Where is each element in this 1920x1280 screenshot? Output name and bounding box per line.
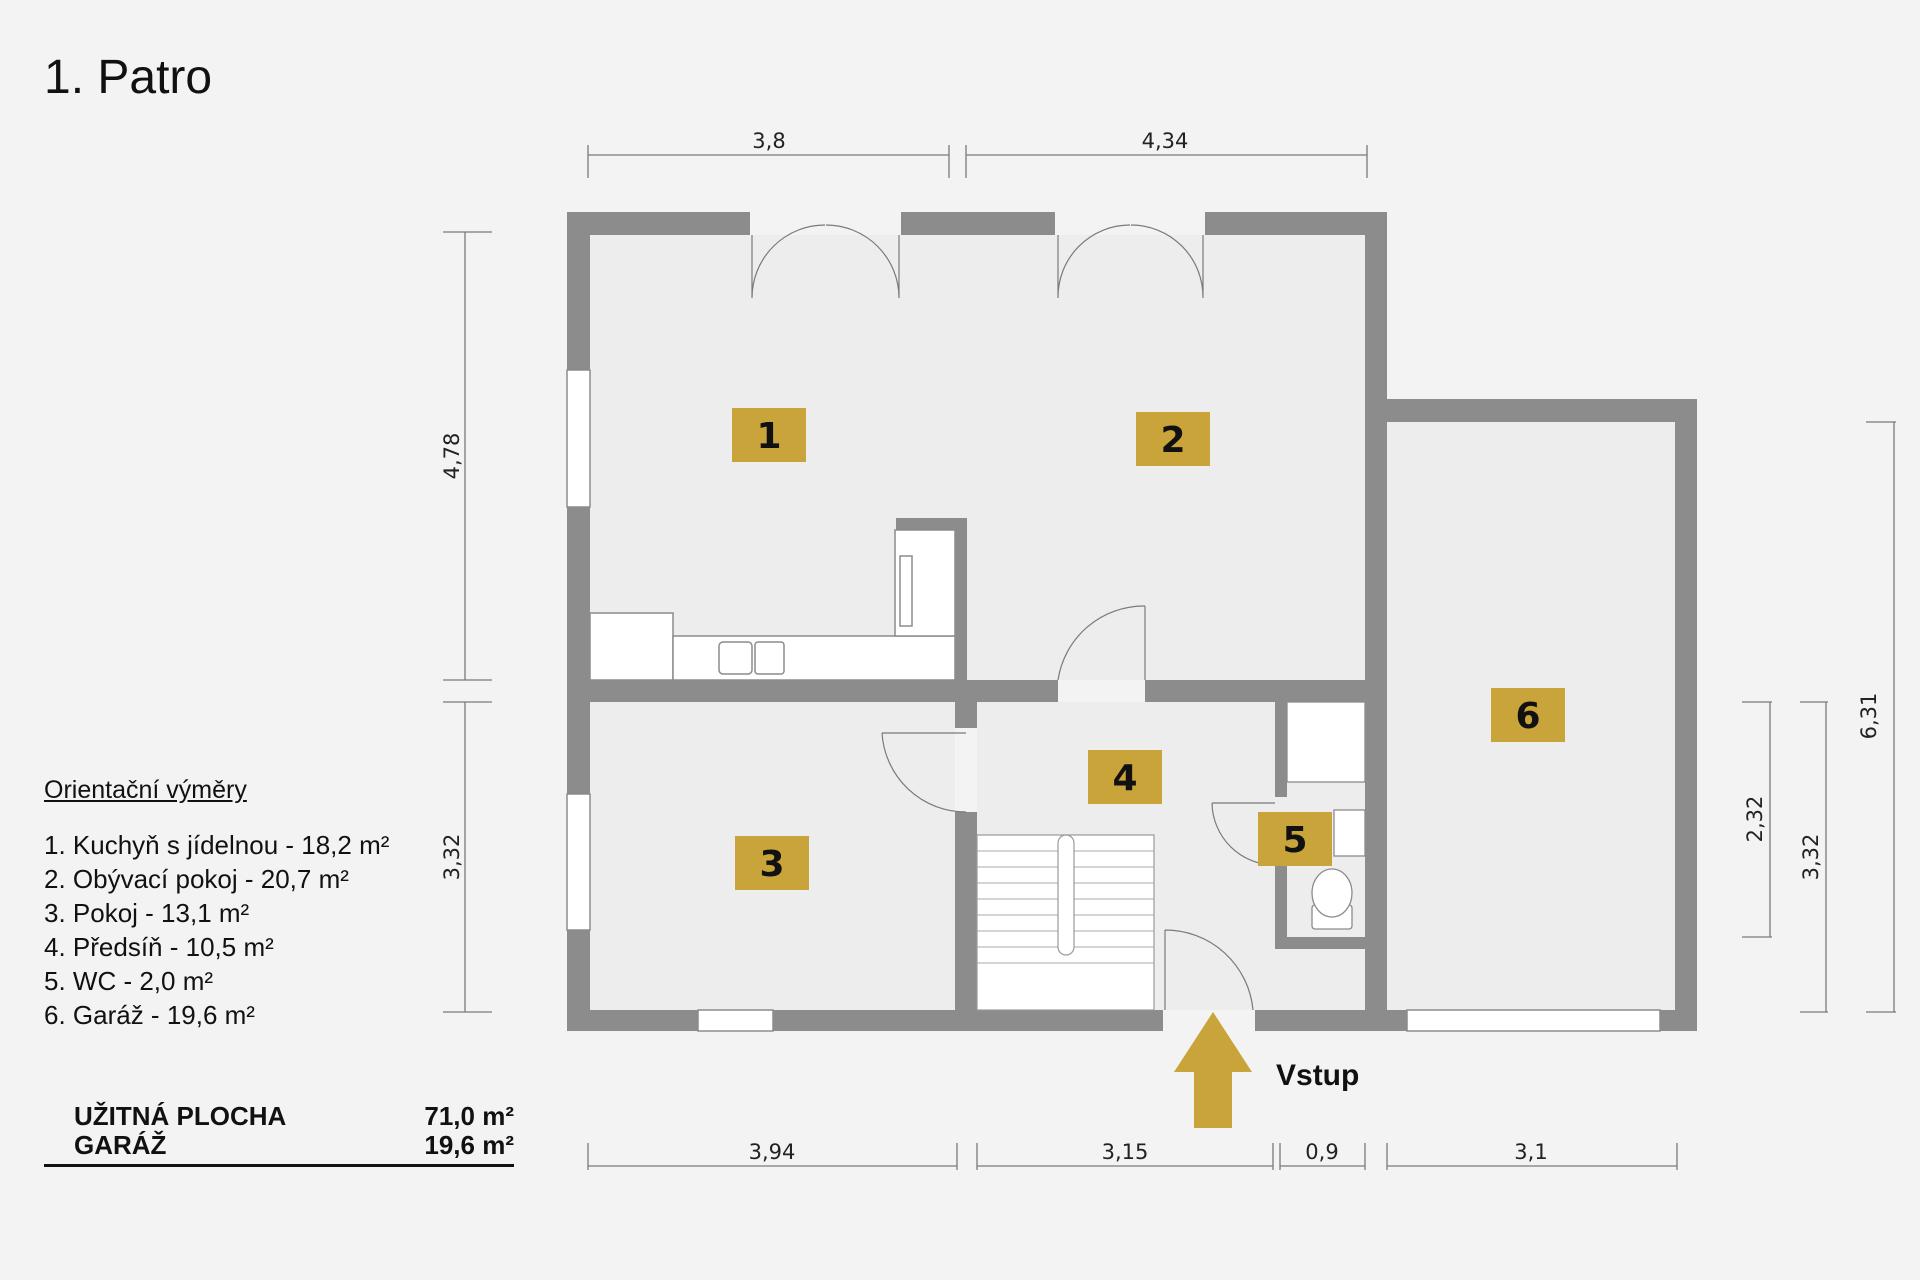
kitchen-units [589, 529, 956, 681]
dim-left-lower: 3,32 [440, 834, 464, 881]
page-title: 1. Patro [44, 51, 213, 104]
wall [567, 212, 750, 235]
wc-fixtures [1286, 701, 1366, 930]
room-number-1: 1 [756, 416, 781, 457]
list-item: 1. Kuchyň s jídelnou - 18,2 m² [44, 830, 390, 860]
garage-area-row: GARÁŽ 19,6 m² [44, 1131, 514, 1160]
door-swing [1057, 605, 1146, 681]
garage-area-label: GARÁŽ [74, 1130, 167, 1160]
room-labels: 1 2 3 4 5 6 [732, 408, 1565, 890]
list-item: 6. Garáž - 19,6 m² [44, 1000, 255, 1030]
walls [567, 212, 1697, 1031]
door-swing [881, 732, 967, 813]
wall [1275, 702, 1287, 797]
toilet-icon [1311, 868, 1353, 918]
staircase [976, 834, 1155, 1011]
room-floor-1-2 [590, 235, 1365, 680]
wall [955, 680, 977, 728]
list-item: 2. Obývací pokoj - 20,7 m² [44, 864, 349, 894]
usable-area-row: UŽITNÁ PLOCHA 71,0 m² [44, 1102, 514, 1131]
wall [1365, 212, 1387, 1031]
door-swing [751, 224, 826, 299]
garage-door [1406, 1009, 1661, 1032]
room-label-bg [735, 836, 809, 890]
sink-icon [718, 641, 753, 675]
wall [567, 507, 590, 794]
sink-icon [754, 641, 785, 675]
usable-area-label: UŽITNÁ PLOCHA [74, 1101, 287, 1131]
wall [896, 518, 967, 530]
window [566, 369, 591, 508]
kitchen-counter [672, 635, 956, 681]
dim-right-3: 6,31 [1857, 693, 1881, 740]
entry-arrow-icon [1174, 1012, 1252, 1128]
legend-heading: Orientační výměry [44, 776, 247, 804]
dim-top-left: 3,8 [752, 129, 785, 153]
windows [566, 369, 1661, 1032]
washbasin-icon [1333, 809, 1366, 857]
room-label-bg [1088, 750, 1162, 804]
dim-right-2: 3,32 [1799, 834, 1823, 881]
dim-left-upper: 4,78 [440, 433, 464, 480]
room-number-2: 2 [1160, 420, 1185, 461]
room-label-bg [732, 408, 806, 462]
list-item: 5. WC - 2,0 m² [44, 966, 214, 996]
dim-bottom-4: 3,1 [1514, 1140, 1547, 1164]
door-swing [1130, 224, 1204, 299]
fridge [589, 612, 674, 681]
wall [955, 812, 977, 1031]
wall [1275, 937, 1365, 949]
cooktop-icon [899, 555, 913, 627]
wall [1275, 865, 1287, 949]
wall [1205, 212, 1387, 235]
dimension-labels: 3,8 4,34 4,78 3,32 3,94 3,15 0,9 3,1 2,3… [440, 129, 1881, 1164]
wall [1145, 680, 1365, 702]
dim-bottom-2: 3,15 [1102, 1140, 1149, 1164]
dim-bottom-1: 3,94 [749, 1140, 796, 1164]
wall [567, 1010, 698, 1031]
room-label-bg [1491, 688, 1565, 742]
door-swing [825, 224, 900, 299]
room-number-5: 5 [1282, 820, 1307, 861]
shower-icon [1286, 701, 1366, 783]
room-number-3: 3 [759, 844, 784, 885]
room-label-bg [1258, 812, 1332, 866]
list-item: 3. Pokoj - 13,1 m² [44, 898, 250, 928]
window [566, 793, 591, 931]
wall [567, 680, 1058, 702]
dim-right-1: 2,32 [1743, 796, 1767, 843]
window [697, 1009, 774, 1032]
area-totals: UŽITNÁ PLOCHA 71,0 m² GARÁŽ 19,6 m² [44, 1102, 514, 1167]
doors [751, 224, 1276, 1011]
dimension-lines [443, 145, 1896, 1170]
wall [567, 212, 590, 370]
list-item: 4. Předsíň - 10,5 m² [44, 932, 274, 962]
garage-area-value: 19,6 m² [424, 1130, 514, 1160]
wall [1365, 399, 1697, 422]
wall [955, 518, 967, 702]
wall [1675, 399, 1697, 1031]
wall [567, 930, 590, 1031]
room-number-4: 4 [1112, 758, 1137, 799]
wall [901, 212, 1055, 235]
door-swing [1057, 224, 1131, 299]
door-swing [1164, 929, 1254, 1011]
stair-handrail [1057, 834, 1075, 956]
usable-area-value: 71,0 m² [424, 1101, 514, 1131]
dim-top-right: 4,34 [1142, 129, 1189, 153]
room-area-list: 1. Kuchyň s jídelnou - 18,2 m² 2. Obývac… [44, 828, 389, 1032]
dim-bottom-3: 0,9 [1305, 1140, 1338, 1164]
entry-label: Vstup [1276, 1059, 1359, 1092]
room-number-6: 6 [1515, 696, 1540, 737]
room-label-bg [1136, 412, 1210, 466]
